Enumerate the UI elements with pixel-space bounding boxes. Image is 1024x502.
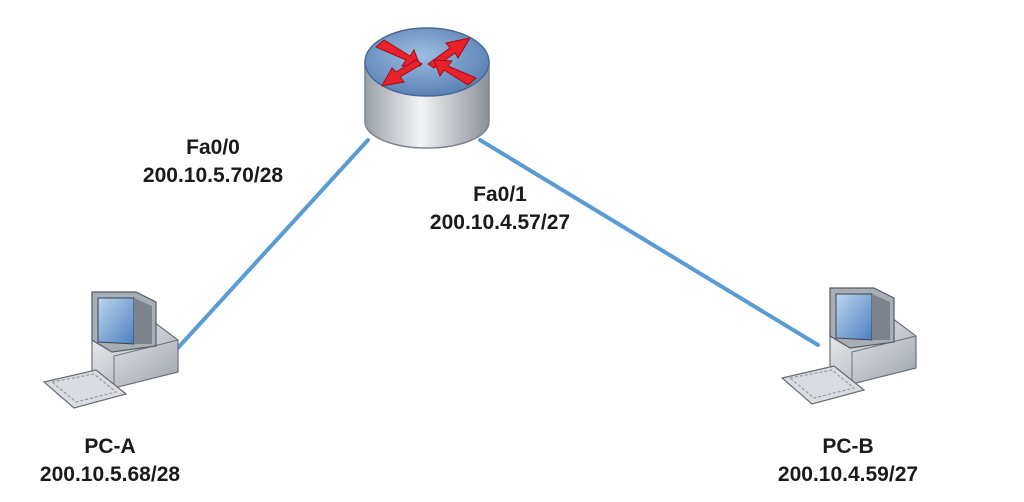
- host-name: PC-A: [84, 435, 136, 458]
- desktop-computer-icon[interactable]: [780, 287, 917, 405]
- host-ip: 200.10.5.68/28: [39, 463, 181, 486]
- router-interface-fa0-1-label: Fa0/1 200.10.4.57/27: [410, 181, 590, 237]
- router-interface-fa0-0-label: Fa0/0 200.10.5.70/28: [128, 134, 298, 190]
- host-ip: 200.10.4.59/27: [777, 463, 919, 486]
- interface-ip: 200.10.5.70/28: [142, 164, 284, 187]
- link-router-pc-b: [478, 138, 820, 347]
- host-name: PC-B: [822, 435, 874, 458]
- host-pc-b-label: PC-B 200.10.4.59/27: [758, 433, 938, 489]
- link-pc-a-router: [174, 138, 370, 352]
- host-pc-a-label: PC-A 200.10.5.68/28: [20, 433, 200, 489]
- interface-name: Fa0/1: [473, 183, 527, 206]
- desktop-computer-icon[interactable]: [42, 291, 179, 409]
- router-icon[interactable]: [364, 27, 490, 149]
- interface-ip: 200.10.4.57/27: [429, 211, 571, 234]
- interface-name: Fa0/0: [186, 136, 240, 159]
